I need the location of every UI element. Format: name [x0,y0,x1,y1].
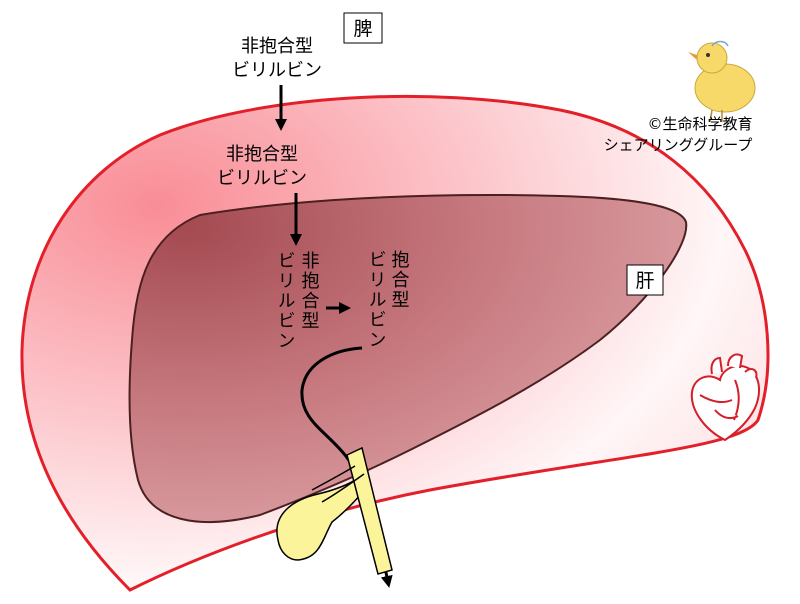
credit-line1: ©生命科学教育 [647,115,752,133]
step1-line2: ビリルビン [232,60,322,81]
liver-label: 肝 [635,270,654,292]
gallbladder [276,446,393,575]
step2-line2: ビリルビン [217,168,307,189]
step4-col2: ビリルビン [366,250,387,350]
chick-icon [688,40,756,123]
spleen-label-box [343,12,383,44]
step4-col1: 抱合型 [389,250,410,310]
step3-col1: 非抱合型 [299,251,320,331]
step1-line1: 非抱合型 [241,36,313,57]
liver-shape [128,193,688,523]
heart-icon [690,353,761,442]
step3-col2: ビリルビン [275,251,296,351]
spleen-label: 脾 [353,18,372,40]
liver-label-box [626,264,664,296]
credit-line2: シェアリンググループ [604,136,753,154]
step2-line1: 非抱合型 [226,144,298,165]
